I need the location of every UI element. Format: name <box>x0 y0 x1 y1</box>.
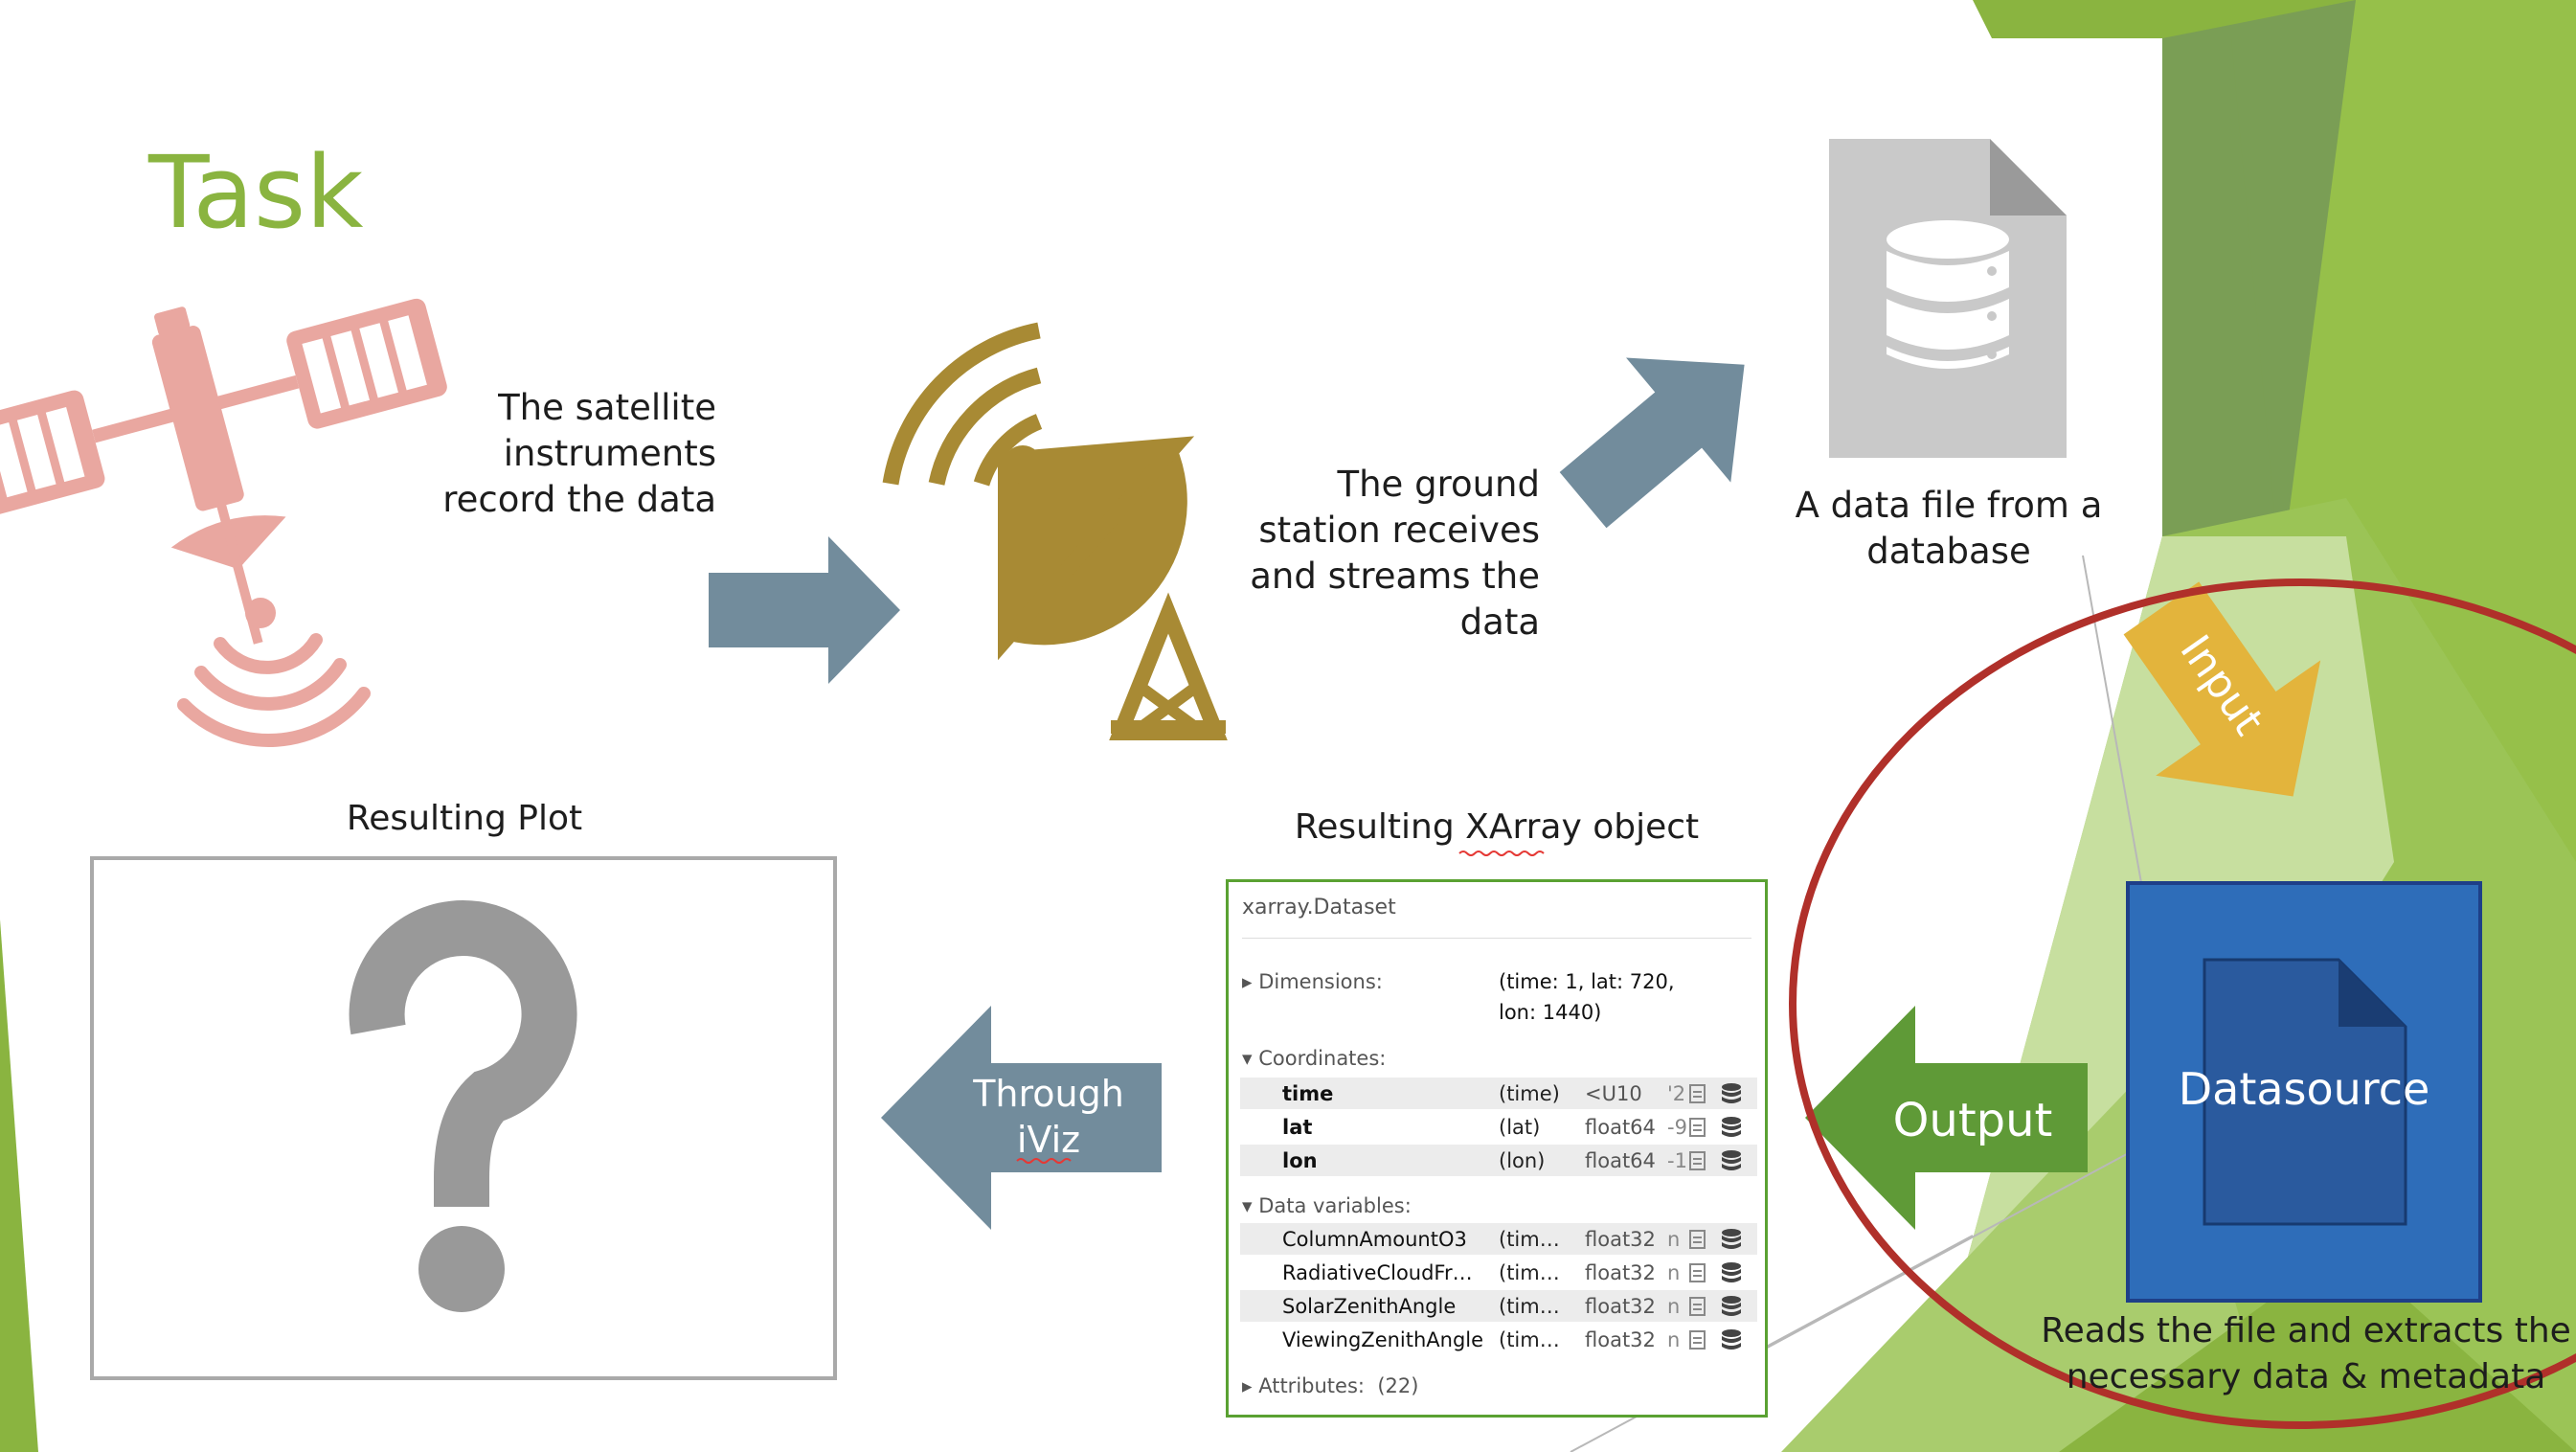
variable-dims: (tim… <box>1499 1228 1560 1251</box>
show-attributes-icon[interactable] <box>1688 1329 1707 1355</box>
coordinate-preview: -9 <box>1667 1116 1687 1139</box>
coordinate-preview: -1 <box>1667 1149 1687 1172</box>
data-file-caption-line: A data file from a <box>1795 485 2103 526</box>
output-label: Output <box>1892 1094 2053 1147</box>
dimensions-value-line2: lon: 1440) <box>1499 1001 1602 1024</box>
show-attributes-icon[interactable] <box>1688 1117 1707 1143</box>
xarray-divider <box>1242 938 1751 939</box>
arrow-right-2 <box>1559 357 1745 529</box>
through-label-line: Through <box>973 1073 1124 1115</box>
variable-row[interactable]: SolarZenithAngle (tim… float32 n <box>1240 1290 1757 1322</box>
variable-dtype: float32 <box>1585 1328 1656 1351</box>
variable-dims: (tim… <box>1499 1295 1560 1318</box>
variable-name: RadiativeCloudFr… <box>1282 1261 1473 1284</box>
variable-preview: n <box>1667 1295 1681 1318</box>
coordinate-name: lat <box>1282 1116 1313 1139</box>
through-iviz-arrow[interactable] <box>881 1006 1162 1230</box>
coordinate-dtype: float64 <box>1585 1149 1656 1172</box>
data-variables-section[interactable]: ▾ Data variables: <box>1242 1194 1412 1217</box>
coordinate-name: time <box>1282 1082 1334 1105</box>
variable-dtype: float32 <box>1585 1228 1656 1251</box>
variable-row[interactable]: RadiativeCloudFr… (tim… float32 n <box>1240 1257 1757 1288</box>
coordinates-label: Coordinates: <box>1258 1047 1387 1070</box>
show-data-icon[interactable] <box>1721 1295 1742 1323</box>
coordinate-name: lon <box>1282 1149 1318 1172</box>
variable-row[interactable]: ViewingZenithAngle (tim… float32 n <box>1240 1324 1757 1355</box>
data-file-caption-line: database <box>1866 531 2031 572</box>
variable-dims: (tim… <box>1499 1328 1560 1351</box>
variable-name: SolarZenithAngle <box>1282 1295 1457 1318</box>
ground-caption-line: and streams the <box>1250 556 1540 597</box>
datasource-caption-line: Reads the file and extracts the <box>2041 1311 2571 1350</box>
attributes-label: Attributes: <box>1258 1374 1365 1397</box>
output-arrow[interactable] <box>1805 1006 2088 1230</box>
variable-preview: n <box>1667 1228 1681 1251</box>
ground-caption-line: station receives <box>1258 510 1540 551</box>
variable-dtype: float32 <box>1585 1295 1656 1318</box>
dimensions-value-line1: (time: 1, lat: 720, <box>1499 970 1675 993</box>
show-data-icon[interactable] <box>1721 1228 1742 1256</box>
show-data-icon[interactable] <box>1721 1261 1742 1289</box>
ground-caption-line: data <box>1459 601 1540 643</box>
coordinate-row[interactable]: time (time) <U10 '2 <box>1240 1078 1757 1109</box>
question-mark-icon <box>349 899 577 1207</box>
datasource-caption: Reads the file and extracts the necessar… <box>2028 1308 2576 1400</box>
arrow-right-1 <box>709 536 900 684</box>
variable-name: ColumnAmountO3 <box>1282 1228 1467 1251</box>
input-arrow <box>2123 581 2321 797</box>
show-data-icon[interactable] <box>1721 1116 1742 1144</box>
ground-station-dish-icon <box>882 322 1228 740</box>
coordinate-row[interactable]: lat (lat) float64 -9 <box>1240 1111 1757 1143</box>
attributes-count: (22) <box>1377 1374 1419 1397</box>
dimensions-label: Dimensions: <box>1258 970 1383 993</box>
variable-name: ViewingZenithAngle <box>1282 1328 1484 1351</box>
ground-caption-line: The ground <box>1337 464 1541 505</box>
database-file-icon <box>1829 139 2067 458</box>
show-data-icon[interactable] <box>1721 1082 1742 1110</box>
coordinate-dims: (lon) <box>1499 1149 1546 1172</box>
satellite-caption: The satellite instruments record the dat… <box>383 385 716 523</box>
variable-dtype: float32 <box>1585 1261 1656 1284</box>
xarray-dataset-panel: xarray.Dataset ▸ Dimensions: (time: 1, l… <box>1226 879 1768 1418</box>
ground-station-caption: The ground station receives and streams … <box>1235 462 1540 646</box>
variable-row[interactable]: ColumnAmountO3 (tim… float32 n <box>1240 1223 1757 1255</box>
datasource-caption-line: necessary data & metadata <box>2066 1357 2546 1396</box>
xarray-caption: Resulting XArray object <box>1294 807 1700 847</box>
show-attributes-icon[interactable] <box>1688 1150 1707 1176</box>
variable-preview: n <box>1667 1261 1681 1284</box>
show-data-icon[interactable] <box>1721 1328 1742 1356</box>
data-file-caption: A data file from a database <box>1762 483 2135 575</box>
through-iviz-label: Through iViz <box>958 1071 1140 1163</box>
show-attributes-icon[interactable] <box>1688 1296 1707 1322</box>
data-variables-label: Data variables: <box>1258 1194 1412 1217</box>
show-attributes-icon[interactable] <box>1688 1262 1707 1288</box>
variable-preview: n <box>1667 1328 1681 1351</box>
attributes-section[interactable]: ▸ Attributes: (22) <box>1242 1374 1419 1397</box>
slide-title: Task <box>148 134 364 251</box>
dimensions-section[interactable]: ▸ Dimensions: <box>1242 970 1383 993</box>
datasource-label: Datasource <box>2178 1063 2430 1115</box>
coordinate-dtype: <U10 <box>1585 1082 1642 1105</box>
through-label-line: iViz <box>1016 1119 1081 1161</box>
coordinate-dims: (lat) <box>1499 1116 1541 1139</box>
satellite-caption-line: record the data <box>442 479 716 520</box>
show-data-icon[interactable] <box>1721 1149 1742 1177</box>
coordinate-dtype: float64 <box>1585 1116 1656 1139</box>
show-attributes-icon[interactable] <box>1688 1083 1707 1109</box>
coordinate-row[interactable]: lon (lon) float64 -1 <box>1240 1145 1757 1176</box>
satellite-caption-line: instruments <box>503 433 716 474</box>
xarray-header: xarray.Dataset <box>1242 896 1396 919</box>
satellite-icon <box>0 298 447 747</box>
question-mark-dot <box>418 1226 505 1312</box>
plot-caption: Resulting Plot <box>346 799 583 838</box>
coordinate-preview: '2 <box>1667 1082 1686 1105</box>
variable-dims: (tim… <box>1499 1261 1560 1284</box>
satellite-caption-line: The satellite <box>498 387 716 428</box>
coordinate-dims: (time) <box>1499 1082 1560 1105</box>
highlight-ring <box>1789 579 2576 1429</box>
coordinates-section[interactable]: ▾ Coordinates: <box>1242 1047 1387 1070</box>
show-attributes-icon[interactable] <box>1688 1229 1707 1255</box>
